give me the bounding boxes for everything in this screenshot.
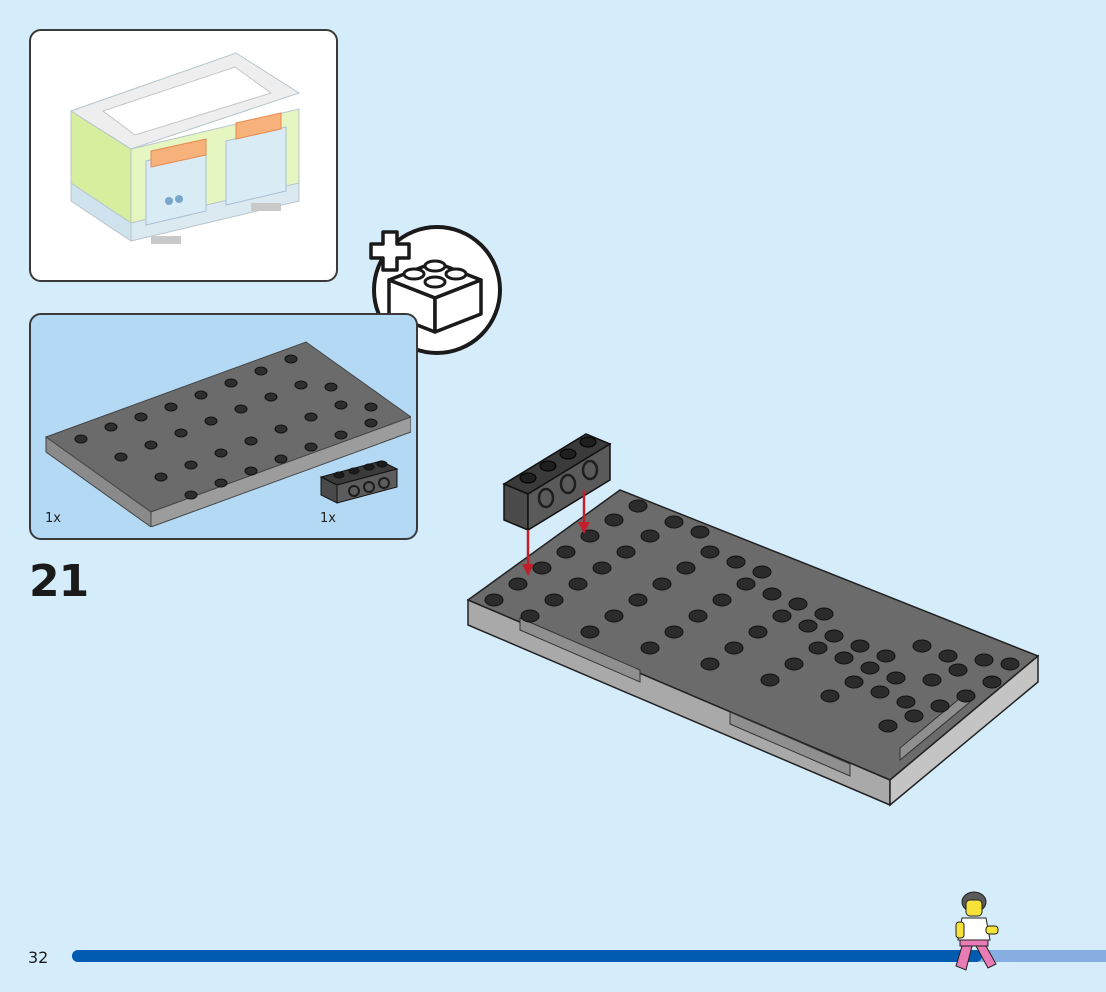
page-number: 32 (28, 948, 48, 967)
part-quantity-baseplate: 1x (45, 511, 61, 526)
submodel-preview-box (29, 29, 338, 282)
part-quantity-technic-brick: 1x (320, 511, 336, 526)
shop-building-preview-image (31, 31, 336, 280)
step-number: 21 (29, 556, 88, 607)
progress-bar-fill (72, 950, 982, 962)
parts-list-box: 1x 1x (29, 313, 418, 540)
walking-minifigure-icon (950, 890, 1005, 972)
technic-brick-part-image (319, 457, 399, 507)
build-step-illustration (460, 420, 1050, 820)
